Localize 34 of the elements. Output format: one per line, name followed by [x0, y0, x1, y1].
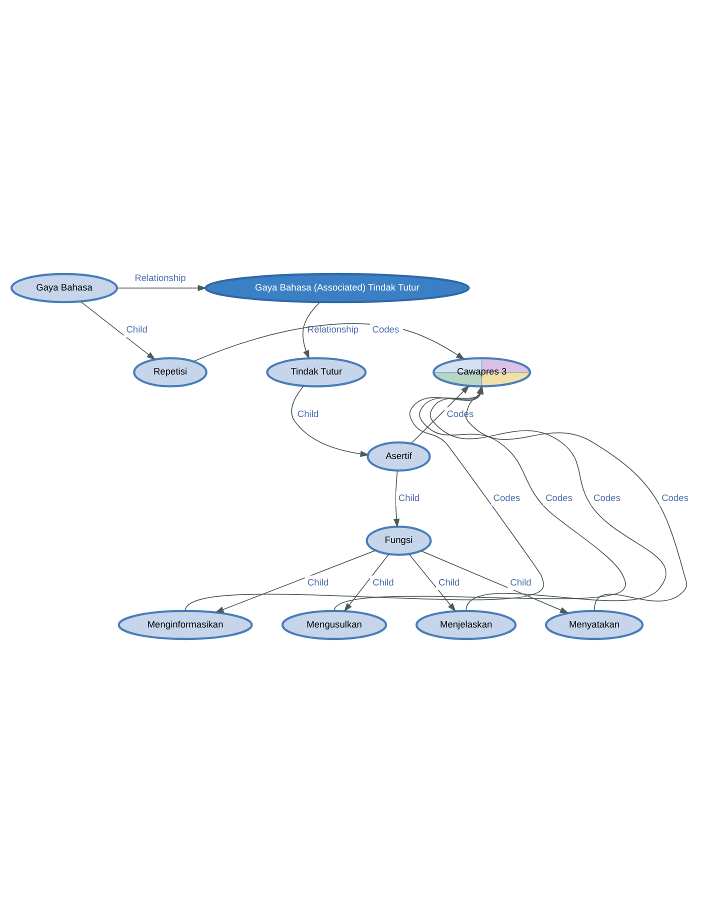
- arrow: [408, 554, 456, 612]
- node-ellipse: Tindak Tutur: [266, 357, 367, 388]
- node-ellipse: Gaya Bahasa (Associated) Tindak Tutur: [204, 272, 470, 304]
- edge-label: Child: [297, 408, 319, 419]
- edge-label: Codes: [662, 493, 688, 504]
- node-ellipse: Menjelaskan: [416, 610, 517, 640]
- edge-label: Child: [398, 493, 420, 504]
- node-ellipse: Repetisi: [133, 357, 208, 388]
- node-ellipse: Gaya Bahasa: [10, 272, 118, 304]
- edge-label: Codes: [372, 324, 400, 335]
- arrow: [116, 284, 207, 292]
- node-ellipse: Mengusulkan: [281, 610, 388, 640]
- edge-label: Codes: [546, 493, 572, 504]
- edge-label: Child: [372, 577, 394, 588]
- arrow: [344, 554, 390, 612]
- edge-label: Codes: [493, 493, 520, 504]
- edge-label: Child: [307, 577, 329, 588]
- arrow: [302, 302, 320, 360]
- arrow: [393, 470, 400, 528]
- edge-label: Relationship: [307, 324, 359, 335]
- arrow: [80, 301, 156, 360]
- edge-label: Codes: [594, 493, 620, 504]
- edge-label: Child: [510, 577, 532, 588]
- node-ellipse: Asertif: [366, 441, 431, 472]
- arrow: [214, 550, 376, 613]
- arrow: [420, 550, 569, 614]
- arrow: [291, 386, 370, 457]
- node-ellipse: Fungsi: [366, 526, 432, 556]
- edge-label: Child: [438, 577, 460, 588]
- edge-label: Child: [126, 324, 148, 335]
- arrow: [410, 385, 470, 444]
- node-ellipse: Menyatakan: [544, 610, 644, 640]
- node-ellipse: Menginformasikan: [118, 610, 253, 640]
- edge-label: Relationship: [134, 273, 186, 284]
